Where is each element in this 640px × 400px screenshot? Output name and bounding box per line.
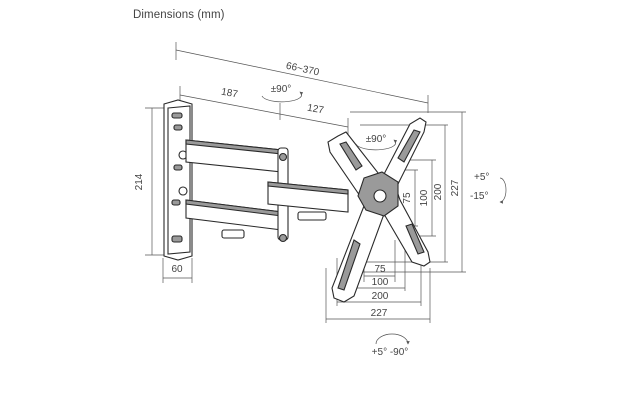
dim-overall-depth: 66~370 (285, 61, 321, 79)
dim-plate-height: 214 (134, 173, 145, 190)
diagram-title: Dimensions (mm) (133, 9, 225, 21)
dim-swivel-arm: ±90° (271, 84, 292, 95)
dim-vesa-w-227: 227 (371, 308, 388, 319)
dim-vesa-h-227: 227 (450, 179, 461, 196)
dim-vesa-h-200: 200 (433, 183, 444, 200)
dim-arm2: 127 (306, 103, 325, 117)
dim-vesa-h-100: 100 (419, 189, 430, 206)
dim-vesa-w-75: 75 (374, 264, 386, 275)
dim-arm1: 187 (220, 87, 239, 101)
dim-vesa-w-200: 200 (372, 291, 389, 302)
dim-swivel-plate: ±90° (366, 134, 387, 145)
dim-tilt-down: -15° (470, 191, 488, 202)
dim-vesa-h-75: 75 (402, 192, 413, 204)
wall-plate (163, 99, 193, 261)
rotation-arrows (261, 91, 507, 345)
dimension-lines (145, 42, 466, 323)
articulating-arms (185, 139, 349, 243)
dim-plate-width: 60 (171, 264, 183, 275)
vesa-plate (327, 117, 431, 303)
dim-level: +5° -90° (372, 347, 409, 358)
dim-tilt-up: +5° (474, 172, 489, 183)
dim-vesa-w-100: 100 (372, 277, 389, 288)
